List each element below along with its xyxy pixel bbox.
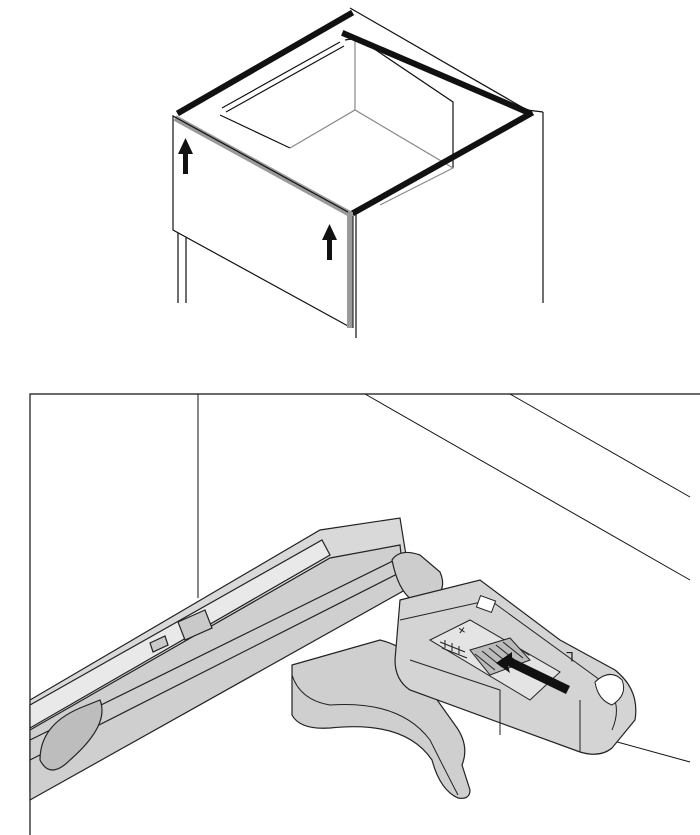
detail-frame <box>29 393 700 835</box>
drawer-runner <box>29 517 411 802</box>
up-arrow-right <box>322 224 337 260</box>
side-marking-l: L <box>566 649 574 665</box>
drawer-front-edge <box>173 115 353 328</box>
cabinet-top-line-2 <box>509 393 691 498</box>
square-opening <box>475 594 497 614</box>
runner-end-bracket <box>391 551 444 601</box>
drawer-inner-left <box>219 114 291 149</box>
push-arrow <box>496 652 570 694</box>
runner-right <box>350 109 535 217</box>
runner-back <box>341 30 531 116</box>
scale-marks <box>439 640 468 659</box>
inner-rail-left <box>221 41 341 109</box>
drawer-figure <box>172 7 544 338</box>
up-arrow-left <box>178 138 193 174</box>
runner-left <box>175 9 355 117</box>
inner-rail-left-2 <box>225 45 345 113</box>
cabinet-top-line-3 <box>609 739 691 763</box>
side-cutout <box>594 674 625 706</box>
drawer-inner-floor <box>289 109 455 206</box>
cabinet-top-line-1 <box>364 393 691 581</box>
